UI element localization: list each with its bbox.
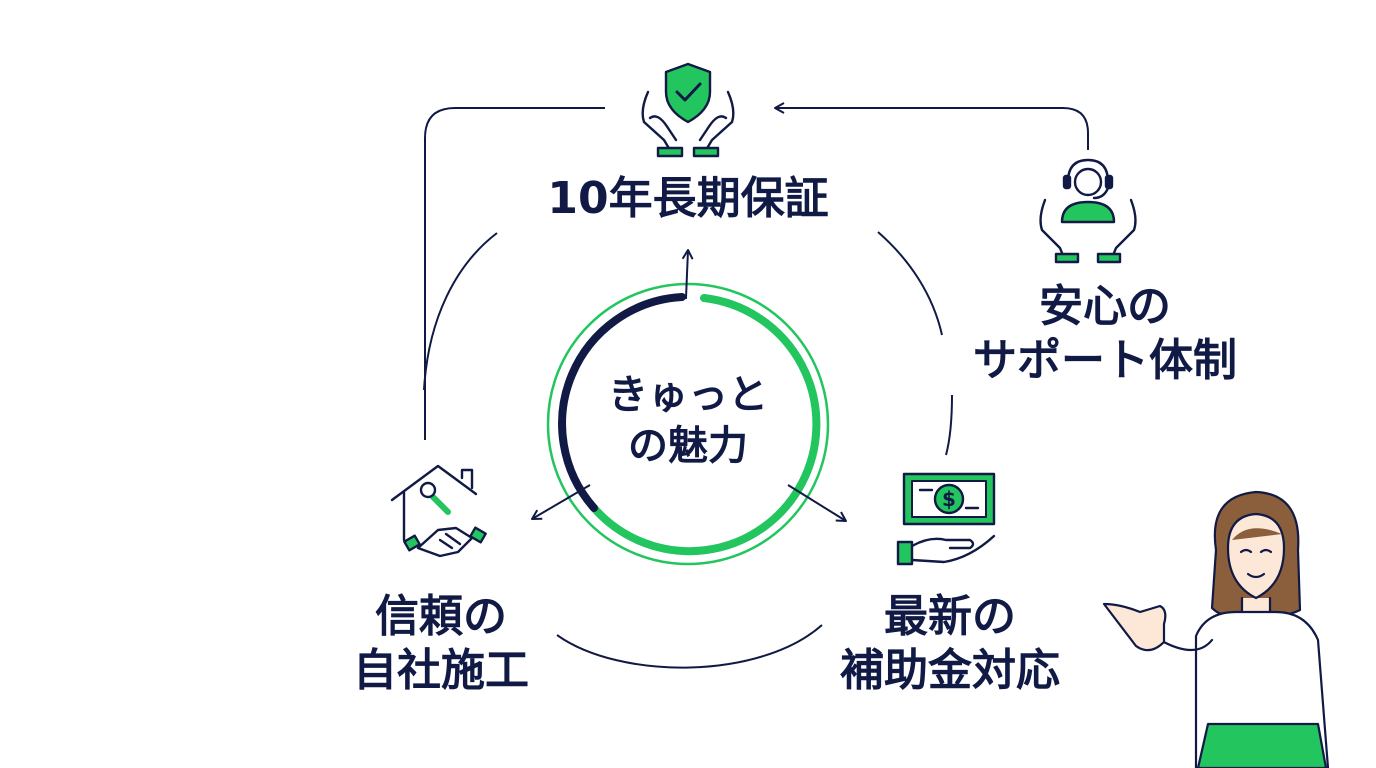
outer-green-ring bbox=[546, 282, 830, 566]
subsidy-label: 最新の 補助金対応 bbox=[800, 590, 1100, 697]
construction-label-line1: 信頼の bbox=[375, 591, 507, 642]
green-thick-arc bbox=[590, 294, 821, 556]
money-hand-icon: $ bbox=[896, 472, 996, 566]
subsidy-label-line2: 補助金対応 bbox=[840, 644, 1060, 696]
arc-top-right bbox=[877, 231, 943, 336]
woman-hand bbox=[1102, 602, 1167, 652]
connector-support-warranty bbox=[774, 102, 1089, 150]
support-label: 安心の サポート体制 bbox=[925, 280, 1285, 387]
center-arrows bbox=[531, 249, 847, 522]
subsidy-label-line1: 最新の bbox=[884, 591, 1016, 642]
woman-skirt bbox=[1196, 722, 1328, 768]
construction-label-line2: 自社施工 bbox=[353, 644, 529, 696]
warranty-label: 10年長期保証 bbox=[547, 173, 829, 224]
arc-right bbox=[945, 394, 953, 456]
arrow-to-subsidy bbox=[787, 484, 847, 522]
headset-operator-icon bbox=[1039, 158, 1137, 264]
cycle-arcs bbox=[423, 231, 953, 669]
arc-top-left bbox=[423, 232, 498, 391]
construction-label: 信頼の 自社施工 bbox=[296, 590, 586, 697]
center-title-line2: の魅力 bbox=[628, 423, 748, 470]
arc-bottom bbox=[556, 624, 823, 669]
support-label-line2: サポート体制 bbox=[973, 334, 1237, 386]
shield-hands-icon bbox=[641, 62, 735, 158]
house-handshake-icon bbox=[390, 464, 487, 558]
arrow-to-construction bbox=[531, 484, 591, 520]
center-rings bbox=[546, 282, 830, 566]
woman-guide-illustration bbox=[1102, 490, 1330, 768]
svg-text:$: $ bbox=[942, 487, 956, 511]
center-title: きゅっと の魅力 bbox=[570, 370, 806, 472]
arrow-to-warranty bbox=[681, 249, 694, 299]
navy-thick-arc bbox=[558, 293, 686, 512]
support-label-line1: 安心の bbox=[1039, 281, 1171, 332]
connector-construction-warranty bbox=[424, 107, 605, 440]
center-title-line1: きゅっと bbox=[608, 372, 768, 418]
